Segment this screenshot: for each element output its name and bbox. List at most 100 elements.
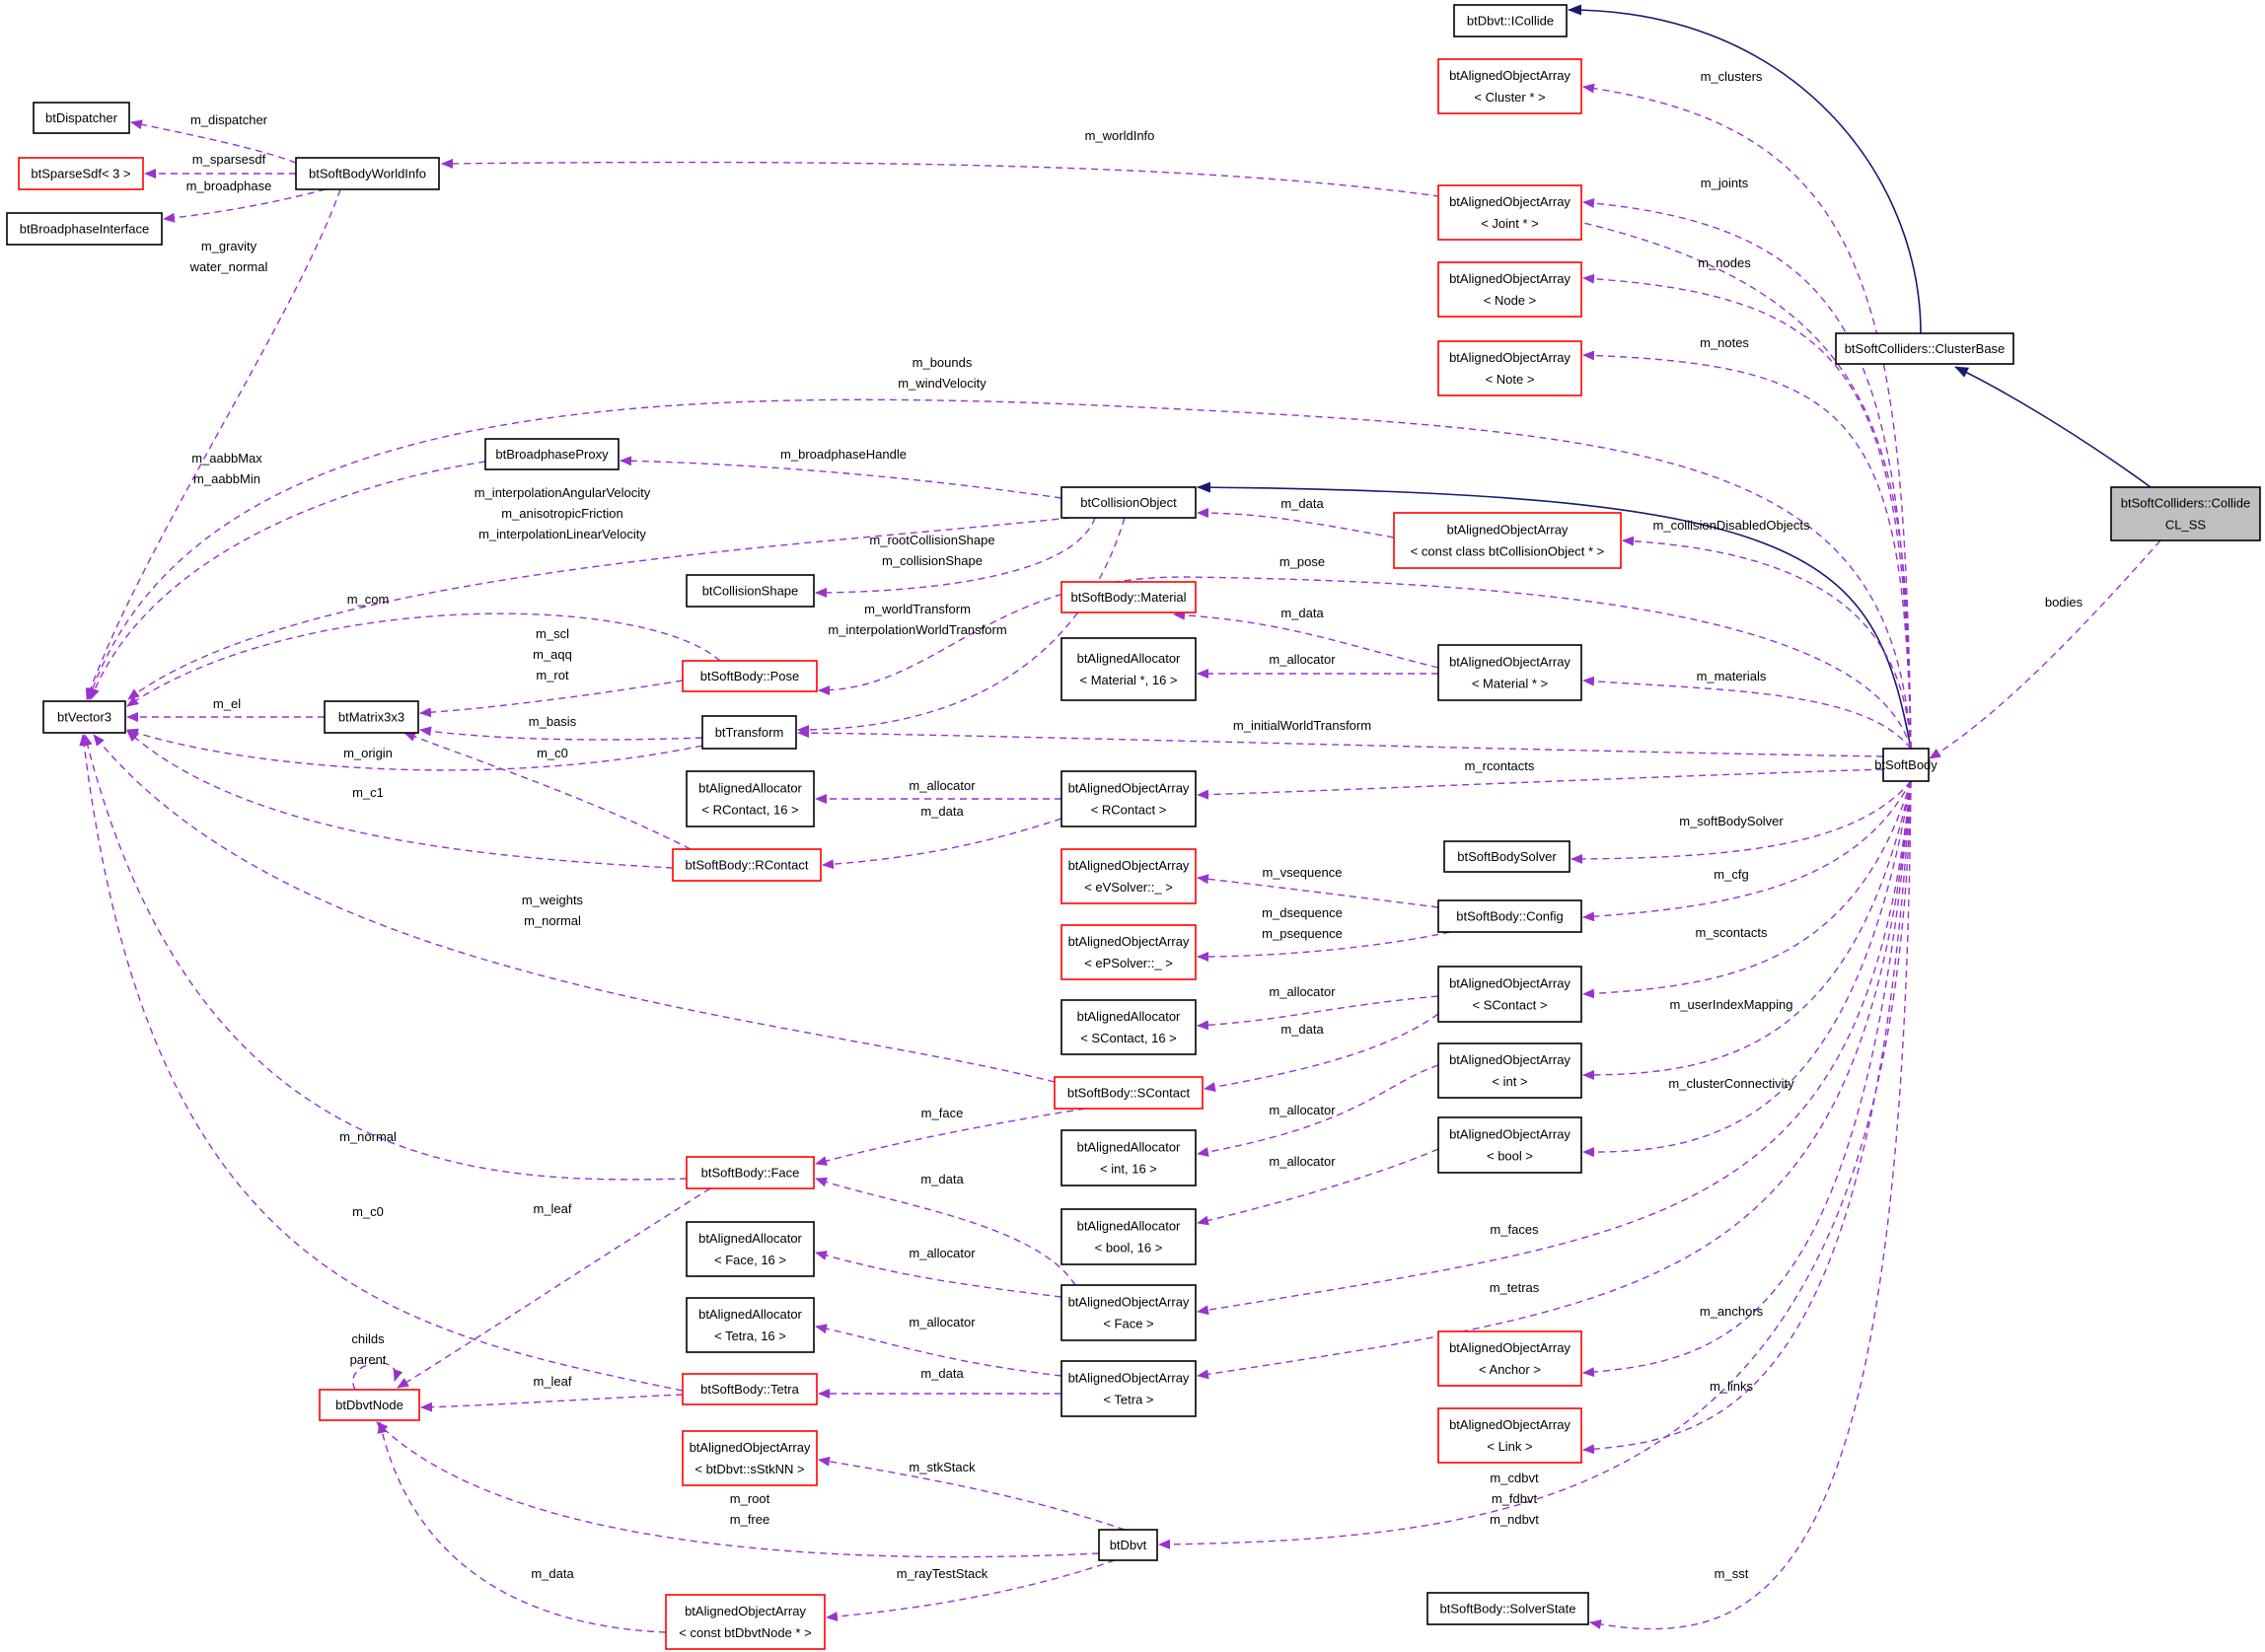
edge-label: m_pose <box>1279 554 1325 569</box>
node-aoa-Joint[interactable]: btAlignedObjectArray< Joint * > <box>1437 184 1582 241</box>
edge-m-data-material <box>1173 610 1439 669</box>
edge-label: m_allocator <box>1269 1154 1336 1169</box>
node-aoa-Tetra[interactable]: btAlignedObjectArray< Tetra > <box>1060 1360 1197 1417</box>
node-aoa-Node[interactable]: btAlignedObjectArray< Node > <box>1437 261 1582 318</box>
edge-label: m_leaf <box>533 1201 571 1216</box>
edge-m-aabbMax <box>90 461 486 700</box>
node-aoa-bool[interactable]: btAlignedObjectArray< bool > <box>1437 1116 1582 1174</box>
edge-m-cdbvt <box>1158 780 1912 1549</box>
node-aoa-sStkNN[interactable]: btAlignedObjectArray< btDbvt::sStkNN > <box>682 1430 818 1486</box>
edge-m-root <box>376 1421 1100 1558</box>
node-label: btAlignedAllocator <box>1077 1219 1181 1234</box>
node-label: btAlignedObjectArray <box>1449 1417 1571 1432</box>
edge-m-leaf-tetra <box>420 1394 684 1412</box>
node-box <box>1437 58 1582 114</box>
node-label: < Face > <box>1103 1317 1153 1331</box>
node-btDispatcher[interactable]: btDispatcher <box>33 102 130 134</box>
node-label: btSparseSdf< 3 > <box>31 167 130 181</box>
node-aoa-SContact[interactable]: btAlignedObjectArray< SContact > <box>1437 966 1582 1023</box>
node-aoa-Face[interactable]: btAlignedObjectArray< Face > <box>1060 1284 1197 1341</box>
node-label: btSoftBody::Tetra <box>700 1382 799 1397</box>
node-btDbvt-ICollide[interactable]: btDbvt::ICollide <box>1453 4 1568 37</box>
edge-label: m_leaf <box>533 1374 571 1389</box>
node-aoa-Link[interactable]: btAlignedObjectArray< Link > <box>1437 1407 1582 1464</box>
node-aoa-constCollisionObject[interactable]: btAlignedObjectArray< const class btColl… <box>1393 512 1622 569</box>
node-aal-int[interactable]: btAlignedAllocator< int, 16 > <box>1060 1129 1197 1186</box>
edge-m-softBodySolver <box>1571 780 1912 864</box>
node-label: btSoftBody::Material <box>1070 590 1186 605</box>
node-aoa-eVSolver[interactable]: btAlignedObjectArray< eVSolver::_ > <box>1060 848 1197 904</box>
node-label: < SContact > <box>1473 998 1548 1013</box>
node-box <box>682 1430 818 1486</box>
node-aoa-Material[interactable]: btAlignedObjectArray< Material * > <box>1437 644 1582 701</box>
node-btCollisionObject[interactable]: btCollisionObject <box>1060 486 1197 519</box>
node-btSparseSdf[interactable]: btSparseSdf< 3 > <box>18 157 144 190</box>
node-aoa-Cluster[interactable]: btAlignedObjectArray< Cluster * > <box>1437 58 1582 114</box>
node-box <box>18 157 144 190</box>
node-aoa-constDbvtNode[interactable]: btAlignedObjectArray< const btDbvtNode *… <box>665 1594 826 1650</box>
edge-m-vsequence <box>1197 874 1439 908</box>
node-btSoftBody-Material[interactable]: btSoftBody::Material <box>1060 581 1197 613</box>
node-btVector3[interactable]: btVector3 <box>42 700 126 734</box>
node-aal-SContact[interactable]: btAlignedAllocator< SContact, 16 > <box>1060 999 1197 1055</box>
node-btSoftBodyWorldInfo[interactable]: btSoftBodyWorldInfo <box>295 157 440 190</box>
node-label: < Material *, 16 > <box>1080 673 1178 687</box>
node-btBroadphaseInterface[interactable]: btBroadphaseInterface <box>6 212 163 246</box>
edge-label: m_sst <box>1715 1566 1749 1581</box>
node-btMatrix3x3[interactable]: btMatrix3x3 <box>324 700 419 734</box>
node-label: btAlignedObjectArray <box>1447 523 1569 538</box>
node-box <box>42 700 126 734</box>
node-label: btSoftBody::SolverState <box>1439 1602 1575 1616</box>
node-btSoftBody[interactable]: btSoftBody <box>1874 748 1937 782</box>
node-aal-Face[interactable]: btAlignedAllocator< Face, 16 > <box>686 1221 815 1277</box>
node-aoa-Anchor[interactable]: btAlignedObjectArray< Anchor > <box>1437 1330 1582 1387</box>
node-aal-Material[interactable]: btAlignedAllocator< Material *, 16 > <box>1060 637 1197 701</box>
node-btSoftBody-Pose[interactable]: btSoftBody::Pose <box>682 660 818 692</box>
edge-label: m_c0 <box>352 1204 384 1219</box>
node-btSoftBody-Tetra[interactable]: btSoftBody::Tetra <box>682 1373 818 1405</box>
node-label: < btDbvt::sStkNN > <box>694 1462 804 1476</box>
node-aal-RContact[interactable]: btAlignedAllocator< RContact, 16 > <box>686 770 815 827</box>
node-label: < ePSolver::_ > <box>1084 956 1173 970</box>
node-btSoftBodySolver[interactable]: btSoftBodySolver <box>1443 840 1571 873</box>
edge-label: m_worldInfo <box>1085 128 1155 143</box>
edge-label: m_collisionDisabledObjects <box>1653 518 1810 533</box>
node-btBroadphaseProxy[interactable]: btBroadphaseProxy <box>484 438 620 470</box>
node-label: btSoftBody::RContact <box>685 858 808 873</box>
node-aoa-int[interactable]: btAlignedObjectArray< int > <box>1437 1042 1582 1099</box>
node-btDbvt[interactable]: btDbvt <box>1098 1529 1158 1561</box>
node-btSoftBody-RContact[interactable]: btSoftBody::RContact <box>672 848 822 882</box>
node-label: btSoftColliders::ClusterBase <box>1845 341 2006 356</box>
node-aal-Tetra[interactable]: btAlignedAllocator< Tetra, 16 > <box>686 1297 815 1353</box>
node-box <box>1098 1529 1158 1561</box>
node-box <box>1054 1076 1204 1110</box>
node-aal-bool[interactable]: btAlignedAllocator< bool, 16 > <box>1060 1208 1197 1265</box>
node-btSoftBody-SContact[interactable]: btSoftBody::SContact <box>1054 1076 1204 1110</box>
node-box <box>1882 748 1930 782</box>
node-aoa-ePSolver[interactable]: btAlignedObjectArray< ePSolver::_ > <box>1060 924 1197 980</box>
node-btSoftBody-Config[interactable]: btSoftBody::Config <box>1437 899 1582 933</box>
node-label: < Cluster * > <box>1474 90 1545 105</box>
node-btSoftBody-SolverState[interactable]: btSoftBody::SolverState <box>1426 1592 1589 1625</box>
node-ClusterBase[interactable]: btSoftColliders::ClusterBase <box>1835 332 2014 365</box>
node-box <box>1060 637 1197 701</box>
node-box <box>686 574 815 608</box>
node-box <box>1437 1116 1582 1174</box>
node-box <box>295 157 440 190</box>
node-btSoftBody-Face[interactable]: btSoftBody::Face <box>686 1156 815 1189</box>
edge-m-notes <box>1582 350 1912 750</box>
node-label: < Node > <box>1484 293 1537 308</box>
node-btTransform[interactable]: btTransform <box>701 715 797 750</box>
node-aoa-Note[interactable]: btAlignedObjectArray< Note > <box>1437 340 1582 396</box>
node-aoa-RContact[interactable]: btAlignedObjectArray< RContact > <box>1060 770 1197 827</box>
edge-label: m_broadphaseHandle <box>780 447 907 462</box>
edge-m-data-scontact <box>1204 1013 1439 1093</box>
node-btDbvtNode[interactable]: btDbvtNode <box>319 1389 420 1421</box>
node-btCollisionShape[interactable]: btCollisionShape <box>686 574 815 608</box>
edge-m-initialWorldTransform <box>797 728 1884 757</box>
